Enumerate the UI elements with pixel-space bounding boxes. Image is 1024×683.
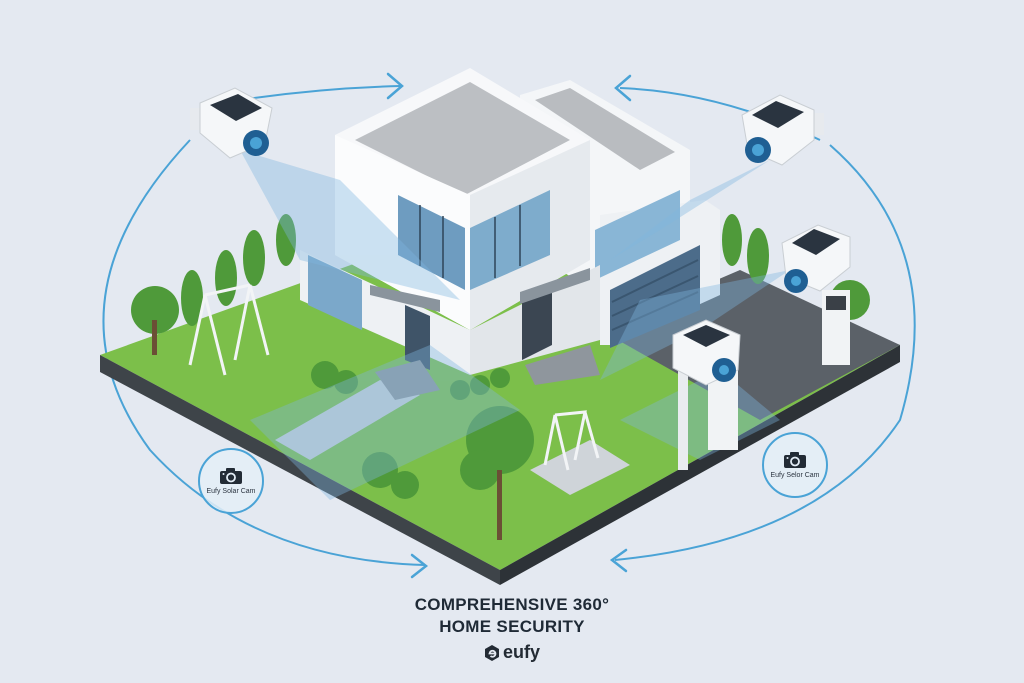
headline-line-1: COMPREHENSIVE 360° bbox=[414, 595, 610, 614]
camera-badge-label: Eufy Solar Cam bbox=[206, 487, 256, 495]
camera-view-cones bbox=[240, 150, 790, 500]
security-cameras bbox=[190, 87, 851, 470]
brand-name: eufy bbox=[502, 642, 540, 662]
arrow-icons bbox=[386, 72, 632, 579]
camera-badge-label: Eufy Selor Cam bbox=[770, 471, 820, 479]
camera-badge-left: Eufy Solar Cam bbox=[198, 448, 264, 514]
brand-logo: eufy bbox=[0, 642, 1024, 663]
coverage-orbit bbox=[102, 85, 916, 566]
camera-icon bbox=[784, 451, 806, 468]
headline-line-2: HOME SECURITY bbox=[439, 617, 585, 636]
swing-sets bbox=[188, 283, 600, 471]
camera-icon bbox=[220, 467, 242, 484]
eufy-hexagon-logo-icon bbox=[484, 644, 499, 661]
headline: COMPREHENSIVE 360° HOME SECURITY bbox=[0, 594, 1024, 638]
camera-badge-right: Eufy Selor Cam bbox=[762, 432, 828, 498]
house bbox=[300, 68, 850, 400]
trees bbox=[131, 214, 870, 540]
